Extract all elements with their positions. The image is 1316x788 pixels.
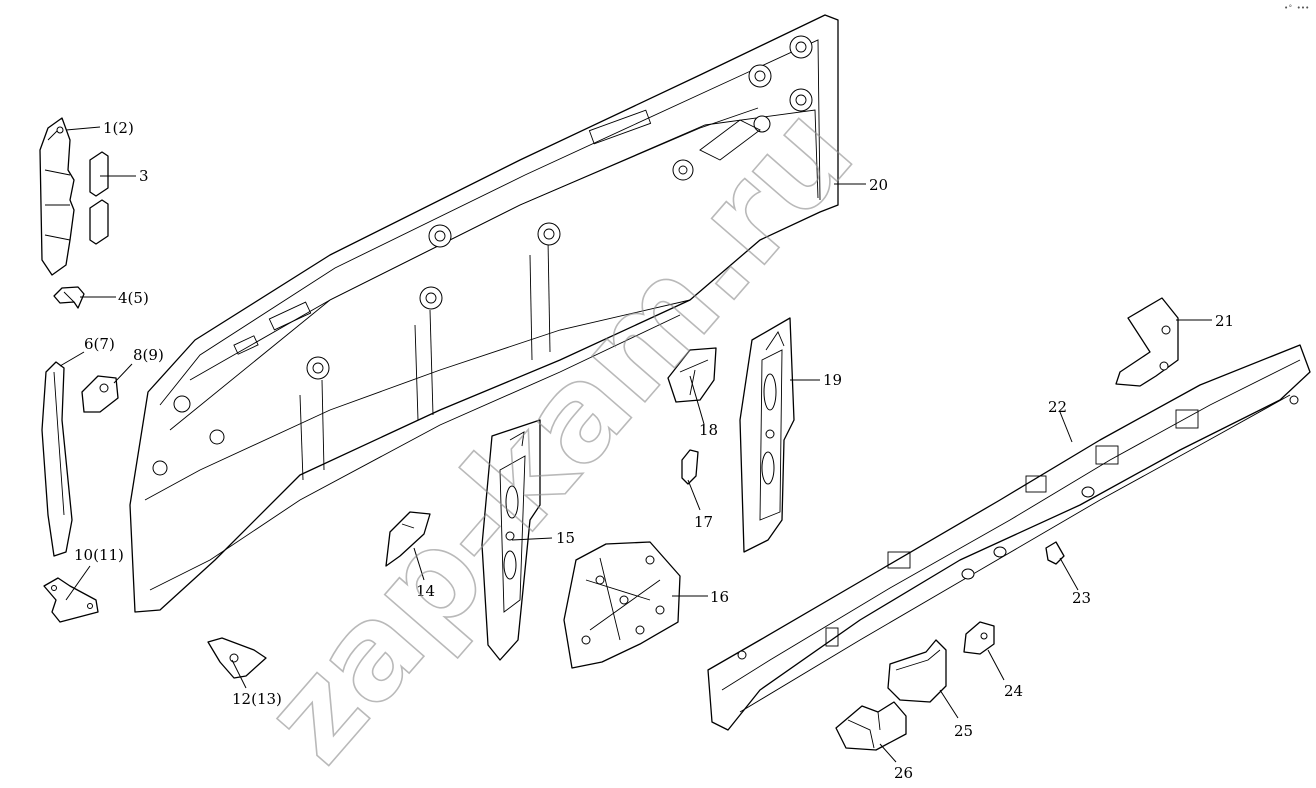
callout-26: 26 xyxy=(894,764,913,782)
callout-14: 14 xyxy=(416,582,435,600)
callout-labels: 1(2) 3 4(5) 6(7) 8(9) 10(11) 12(13) 14 1… xyxy=(74,119,1234,782)
leader-lines xyxy=(59,126,1212,763)
part-10-bracket xyxy=(43,577,99,623)
part-23-clip xyxy=(1045,541,1065,565)
part-21-bracket xyxy=(1115,297,1179,387)
callout-23: 23 xyxy=(1072,589,1091,607)
part-4-clip xyxy=(53,286,85,309)
callout-3: 3 xyxy=(139,167,149,185)
part-6-pillar-strip xyxy=(41,361,73,557)
part-19-pillar-reinforcement xyxy=(739,317,795,553)
callout-18: 18 xyxy=(699,421,718,439)
callout-20: 20 xyxy=(869,176,888,194)
part-22-rail xyxy=(707,344,1311,731)
part-17-clip xyxy=(681,449,699,485)
callout-1: 1(2) xyxy=(103,119,134,137)
callout-24: 24 xyxy=(1004,682,1023,700)
callout-22: 22 xyxy=(1048,398,1067,416)
callout-17: 17 xyxy=(694,513,713,531)
part-16-plate xyxy=(563,541,681,669)
callout-6: 6(7) xyxy=(84,335,115,353)
part-14-bracket xyxy=(385,511,431,567)
part-15-pillar-reinforcement xyxy=(481,419,541,661)
callout-25: 25 xyxy=(954,722,973,740)
part-25-bracket xyxy=(887,639,947,703)
part-8-bracket xyxy=(81,375,119,413)
callout-19: 19 xyxy=(823,371,842,389)
callout-21: 21 xyxy=(1215,312,1234,330)
part-20-back-panel xyxy=(129,14,839,613)
part-1-pillar xyxy=(39,117,75,276)
callout-15: 15 xyxy=(556,529,575,547)
callout-16: 16 xyxy=(710,588,729,606)
part-3-bracket xyxy=(89,151,109,245)
callout-12: 12(13) xyxy=(232,690,282,708)
callout-10: 10(11) xyxy=(74,546,124,564)
part-12-gusset xyxy=(207,637,267,679)
part-18-bracket xyxy=(667,347,717,403)
callout-4: 4(5) xyxy=(118,289,149,307)
part-26-block xyxy=(835,701,907,751)
callout-8: 8(9) xyxy=(133,346,164,364)
corner-mark: •° ••• xyxy=(1284,4,1309,12)
part-24-bracket xyxy=(963,621,995,655)
